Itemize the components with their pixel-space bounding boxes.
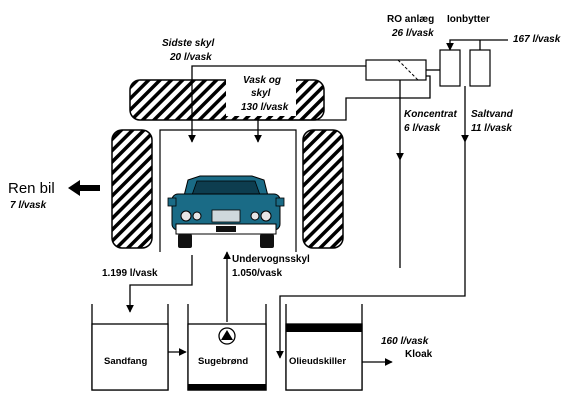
tank-sugebrond bbox=[187, 304, 267, 391]
label-ro-flow: 26 l/vask bbox=[391, 28, 434, 39]
label-ro-anlaeg: RO anlæg bbox=[387, 14, 434, 25]
label-sidste-skyl-flow: 20 l/vask bbox=[169, 52, 212, 63]
ro-unit bbox=[365, 59, 427, 81]
label-inlet-flow: 167 l/vask bbox=[513, 34, 561, 45]
label-vask-og-flow: 130 l/vask bbox=[241, 102, 289, 113]
label-skyl: skyl bbox=[251, 88, 271, 99]
label-koncentrat-flow: 6 l/vask bbox=[404, 123, 441, 134]
label-vask-og: Vask og bbox=[243, 75, 281, 86]
label-olieudskiller: Olieudskiller bbox=[289, 356, 346, 367]
tank-olieudskiller bbox=[285, 304, 363, 391]
label-1199-flow: 1.199 l/vask bbox=[102, 268, 158, 279]
car-illustration bbox=[167, 175, 285, 248]
label-saltvand-flow: 11 l/vask bbox=[471, 123, 512, 134]
label-outlet-flow: 160 l/vask bbox=[381, 336, 429, 347]
ion-exchanger-1 bbox=[439, 49, 461, 87]
label-ionbytter: Ionbytter bbox=[447, 14, 490, 25]
label-undervognsskyl: Undervognsskyl bbox=[232, 254, 310, 265]
label-undervogns-flow: 1.050/vask bbox=[232, 268, 282, 279]
left-side-brush bbox=[111, 129, 153, 249]
label-sugebrond: Sugebrønd bbox=[198, 356, 248, 367]
label-ren-bil-flow: 7 l/vask bbox=[10, 200, 47, 211]
tank-sandfang bbox=[91, 304, 169, 391]
label-saltvand: Saltvand bbox=[471, 109, 514, 120]
ion-exchanger-2 bbox=[469, 49, 491, 87]
right-side-brush bbox=[302, 129, 344, 249]
label-koncentrat: Koncentrat bbox=[404, 109, 457, 120]
label-kloak: Kloak bbox=[405, 349, 433, 360]
label-ren-bil: Ren bil bbox=[8, 180, 55, 197]
label-sidste-skyl: Sidste skyl bbox=[162, 38, 214, 49]
label-sandfang: Sandfang bbox=[104, 356, 147, 367]
wash-bay-frame bbox=[159, 129, 297, 252]
ren-bil-arrow bbox=[68, 180, 100, 196]
pipe-network bbox=[126, 39, 508, 366]
vask-label-backdrop bbox=[226, 70, 296, 116]
